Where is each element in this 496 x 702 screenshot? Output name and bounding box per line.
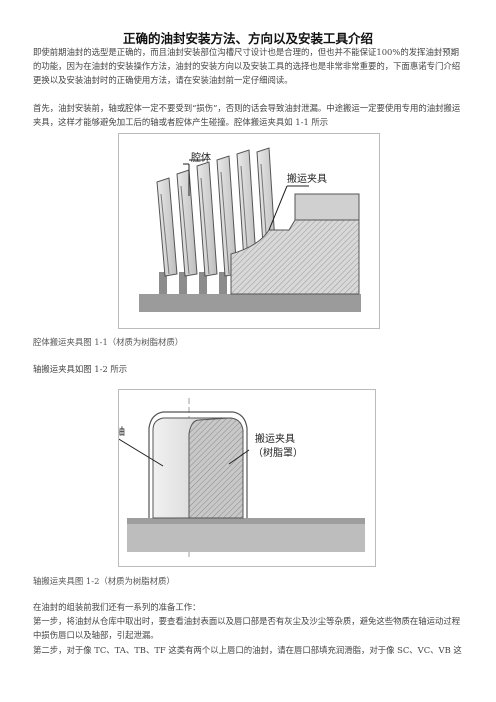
label-shaft: 轴 — [119, 425, 125, 438]
housing-jig-illustration: 腔体 搬运夹具 — [139, 147, 361, 312]
figure-shaft-jig: 轴 搬运夹具 （树脂罩） — [115, 389, 376, 567]
steps-intro: 在油封的组装前我们还有一系列的准备工作： — [33, 602, 201, 612]
label-housing: 腔体 — [191, 151, 211, 164]
intro-paragraph: 即使前期油封的选型是正确的，而且油封安装部位沟槽尺寸设计也是合理的，但也并不能保… — [33, 47, 461, 85]
paragraph-2: 轴搬运夹具如图 1-2 所示 — [33, 364, 128, 374]
figure-1-caption: 腔体搬运夹具图 1-1（材质为树脂材质） — [33, 337, 184, 347]
label-jig-2: 搬运夹具 — [255, 432, 295, 445]
page-title: 正确的油封安装方法、方向以及安装工具介绍 — [122, 31, 373, 46]
label-resin-cover: （树脂罩） — [253, 446, 303, 459]
figure-housing-jig: 腔体 搬运夹具 — [118, 133, 380, 329]
step-2: 第二步，对于像 TC、TA、TB、TF 这类有两个以上唇口的油封，请在唇口部填充… — [33, 645, 462, 655]
label-jig: 搬运夹具 — [287, 172, 327, 185]
shaft-jig-illustration: 轴 搬运夹具 （树脂罩） — [115, 398, 365, 560]
figure-2-caption: 轴搬运夹具图 1-2（材质为树脂材质） — [33, 576, 175, 586]
paragraph-1: 首先，油封安装前，轴或腔体一定不要受到“损伤”，否则的话会导致油封泄漏。中途搬运… — [33, 103, 461, 127]
step-1: 第一步，将油封从仓库中取出时，要查看油封表面以及唇口部是否有灰尘及沙尘等杂质，避… — [33, 616, 461, 640]
